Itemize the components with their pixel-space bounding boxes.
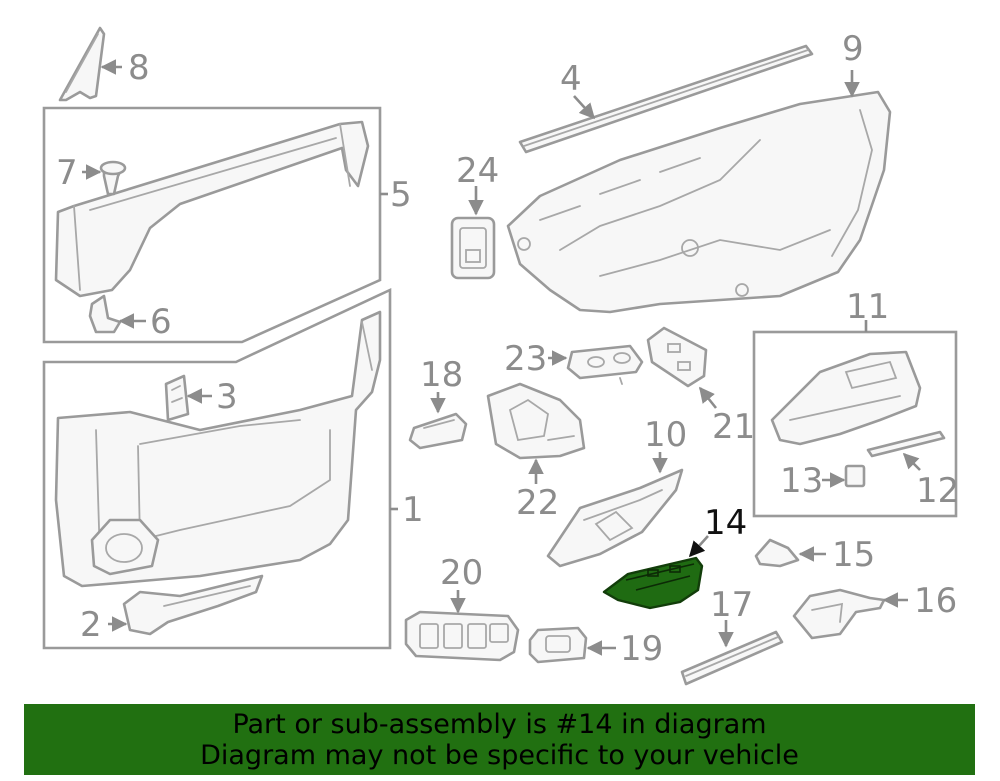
part-22-seat-switch[interactable] xyxy=(486,382,586,460)
callout-5[interactable]: 5 xyxy=(390,175,412,215)
part-21-switch[interactable] xyxy=(646,326,708,388)
callout-2[interactable]: 2 xyxy=(80,605,102,645)
callout-3[interactable]: 3 xyxy=(216,377,238,417)
part-24-switch[interactable] xyxy=(450,216,496,280)
part-9-door-frame[interactable] xyxy=(506,90,892,314)
part-6-bracket[interactable] xyxy=(88,294,122,334)
part-1-door-trim-panel[interactable] xyxy=(54,310,382,588)
part-14-highlighted-switch-base[interactable] xyxy=(602,556,704,610)
callout-24[interactable]: 24 xyxy=(456,151,499,191)
callout-18[interactable]: 18 xyxy=(420,355,463,395)
part-8-mirror-cover[interactable] xyxy=(58,26,106,102)
callout-17[interactable]: 17 xyxy=(710,585,753,625)
assembly-box-5 xyxy=(42,106,382,344)
part-5-upper-trim[interactable] xyxy=(54,120,370,298)
callout-6[interactable]: 6 xyxy=(150,302,172,342)
part-12-trim-strip[interactable] xyxy=(866,430,946,458)
callout-8[interactable]: 8 xyxy=(128,48,150,88)
part-20-window-switch[interactable] xyxy=(404,610,520,662)
callout-16[interactable]: 16 xyxy=(914,581,957,621)
leader-14 xyxy=(688,535,709,558)
part-16-inner-handle[interactable] xyxy=(792,588,886,640)
callout-23[interactable]: 23 xyxy=(504,339,547,379)
callout-9[interactable]: 9 xyxy=(842,29,864,69)
part-10-bezel[interactable] xyxy=(546,468,684,568)
leader-21 xyxy=(698,386,718,409)
part-15-bracket[interactable] xyxy=(754,538,800,568)
banner-line-2: Diagram may not be specific to your vehi… xyxy=(200,740,799,771)
callout-11[interactable]: 11 xyxy=(846,287,889,327)
part-17-garnish-strip[interactable] xyxy=(680,630,784,686)
banner-line-1: Part or sub-assembly is #14 in diagram xyxy=(232,709,767,740)
part-13-clip[interactable] xyxy=(844,464,866,488)
callout-14[interactable]: 14 xyxy=(704,503,747,543)
part-11-armrest-base[interactable] xyxy=(770,350,922,446)
callout-15[interactable]: 15 xyxy=(832,535,875,575)
part-19-switch[interactable] xyxy=(528,626,588,664)
callout-20[interactable]: 20 xyxy=(440,553,483,593)
leader-4 xyxy=(573,95,596,120)
part-info-banner: Part or sub-assembly is #14 in diagram D… xyxy=(24,704,975,775)
callout-22[interactable]: 22 xyxy=(516,483,559,523)
callout-19[interactable]: 19 xyxy=(620,629,663,669)
callout-21[interactable]: 21 xyxy=(712,407,755,447)
callout-13[interactable]: 13 xyxy=(780,461,823,501)
callout-10[interactable]: 10 xyxy=(644,415,687,455)
callout-7[interactable]: 7 xyxy=(56,153,78,193)
leader-12 xyxy=(902,452,921,471)
part-18-switch[interactable] xyxy=(408,412,468,450)
callout-4[interactable]: 4 xyxy=(560,59,582,99)
part-2-pocket-trim[interactable] xyxy=(122,574,264,636)
part-4-weatherstrip[interactable] xyxy=(518,44,814,154)
part-3-clip[interactable] xyxy=(164,374,190,422)
callout-12[interactable]: 12 xyxy=(916,471,959,511)
part-23-switch[interactable] xyxy=(566,344,644,385)
callout-1[interactable]: 1 xyxy=(402,490,424,530)
